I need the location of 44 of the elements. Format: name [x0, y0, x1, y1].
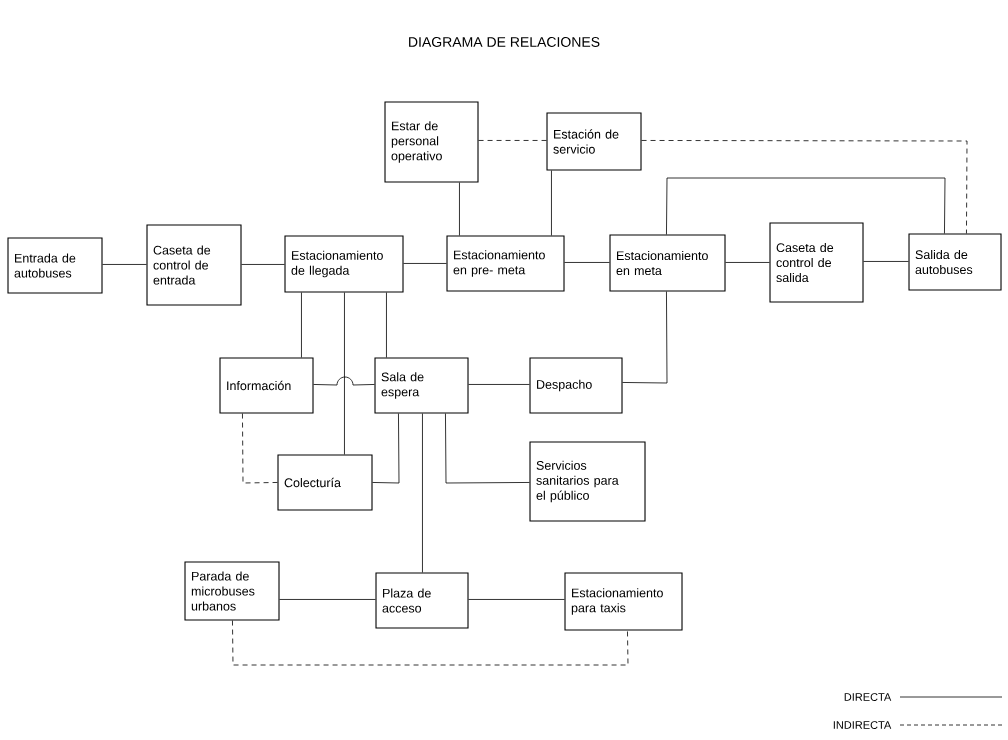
connector-line	[242, 413, 278, 484]
connector-line	[863, 261, 909, 262]
connector-line	[313, 376, 375, 386]
connector-line	[666, 177, 946, 235]
connector-line	[725, 262, 770, 263]
room-box: Caseta de control de salida	[769, 222, 864, 303]
connector-line	[641, 140, 968, 234]
room-box: Sala de espera	[374, 357, 469, 414]
room-box: Estacionamiento para taxis	[564, 572, 683, 631]
connector-line	[478, 140, 547, 141]
legend-text: INDIRECTA	[833, 721, 892, 729]
connector-line	[344, 292, 345, 455]
room-box: Estacionamiento en meta	[609, 234, 726, 292]
connector-line	[445, 413, 530, 484]
title: DIAGRAMA DE RELACIONES	[409, 37, 600, 47]
connector-line	[241, 264, 285, 265]
legend-text: DIRECTA	[844, 693, 892, 701]
connector-line	[102, 264, 147, 265]
connector-line	[622, 291, 668, 384]
room-box: Parada de microbuses urbanos	[184, 561, 280, 621]
connector-line	[403, 263, 447, 264]
room-box: Información	[219, 357, 314, 414]
room-box: Salida de autobuses	[908, 233, 1002, 291]
connector-line	[468, 599, 565, 600]
connector-line	[279, 599, 376, 600]
room-box: Servicios sanitarios para el público	[529, 441, 646, 522]
room-box: Estación de servicio	[546, 112, 642, 171]
room-box: Entrada de autobuses	[7, 237, 103, 294]
connector-line	[468, 384, 530, 385]
connector-line	[301, 292, 302, 358]
room-box: Estacionamiento en pre- meta	[446, 235, 565, 292]
room-box: Estar de personal operativo	[384, 101, 479, 183]
connector-line	[232, 620, 629, 666]
room-box: Colecturía	[277, 454, 373, 511]
room-box: Plaza de acceso	[375, 572, 469, 629]
connector-line	[551, 170, 552, 236]
connector-line	[386, 292, 387, 358]
room-box: Despacho	[529, 357, 623, 414]
room-box: Caseta de control de entrada	[146, 224, 242, 306]
connector-line	[422, 413, 423, 573]
room-box: Estacionamiento de llegada	[284, 235, 404, 293]
connector-line	[564, 262, 610, 263]
connector-line	[372, 413, 400, 484]
connector-line	[459, 182, 460, 236]
